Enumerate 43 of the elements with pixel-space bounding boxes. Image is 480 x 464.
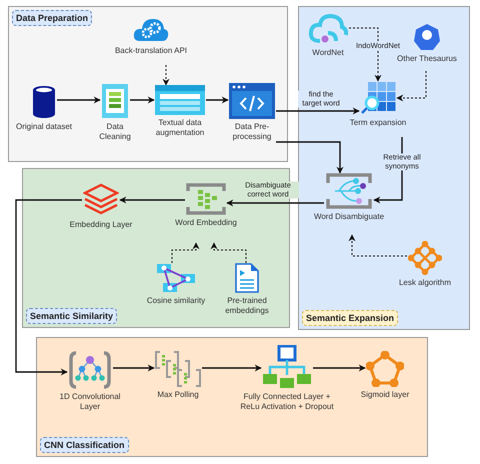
group-title: Semantic Similarity bbox=[26, 308, 118, 324]
node-label: Embedding Layer bbox=[70, 220, 132, 230]
dashed-arrow bbox=[396, 70, 426, 102]
arrow bbox=[15, 199, 82, 376]
group-title: Semantic Expansion bbox=[302, 310, 398, 326]
node-label: Fully Connected Layer + ReLu Activation + Dropout bbox=[239, 392, 335, 411]
node-label: Lesk algorithm bbox=[398, 278, 452, 288]
dashed-arrow bbox=[172, 242, 200, 264]
node-label: Other Thesaurus bbox=[397, 54, 457, 64]
arrow bbox=[202, 364, 262, 372]
group-title: CNN Classification bbox=[40, 437, 129, 453]
arrow bbox=[113, 364, 155, 372]
arrow bbox=[313, 364, 366, 372]
node-label: Cosine similarity bbox=[146, 296, 206, 306]
arrow bbox=[276, 108, 360, 114]
arrow bbox=[119, 196, 185, 204]
node-label: Word Embedding bbox=[175, 218, 237, 228]
dashed-arrow bbox=[348, 234, 408, 256]
node-label: Word Disambiguate bbox=[314, 212, 384, 222]
group-panel bbox=[8, 6, 288, 162]
node-label: WordNet bbox=[312, 48, 344, 58]
group-panel bbox=[22, 168, 290, 328]
node-label: Term expansion bbox=[350, 118, 406, 128]
node-label: Textual data augmentation bbox=[154, 118, 206, 137]
arrow bbox=[57, 96, 101, 104]
node-label: Max Polling bbox=[157, 390, 199, 400]
node-label: Data Cleaning bbox=[98, 122, 132, 141]
node-label: Data Pre-processing bbox=[232, 122, 272, 141]
node-label: Sigmoid layer bbox=[360, 390, 410, 400]
node-label: Pre-trained embeddings bbox=[224, 296, 270, 315]
arrow bbox=[206, 96, 229, 104]
arrow bbox=[276, 141, 344, 174]
dashed-arrow bbox=[210, 242, 246, 264]
arrow bbox=[226, 200, 324, 206]
node-label: Original dataset bbox=[16, 122, 72, 132]
arrow bbox=[130, 96, 155, 104]
group-panel bbox=[36, 337, 428, 457]
node-label: Back-translation API bbox=[114, 46, 188, 56]
dashed-arrow bbox=[348, 28, 382, 82]
dashed-arrow bbox=[162, 64, 170, 86]
group-title: Data Preparation bbox=[12, 10, 92, 26]
group-panel bbox=[298, 6, 470, 330]
node-label: 1D Convolutional Layer bbox=[58, 392, 122, 411]
